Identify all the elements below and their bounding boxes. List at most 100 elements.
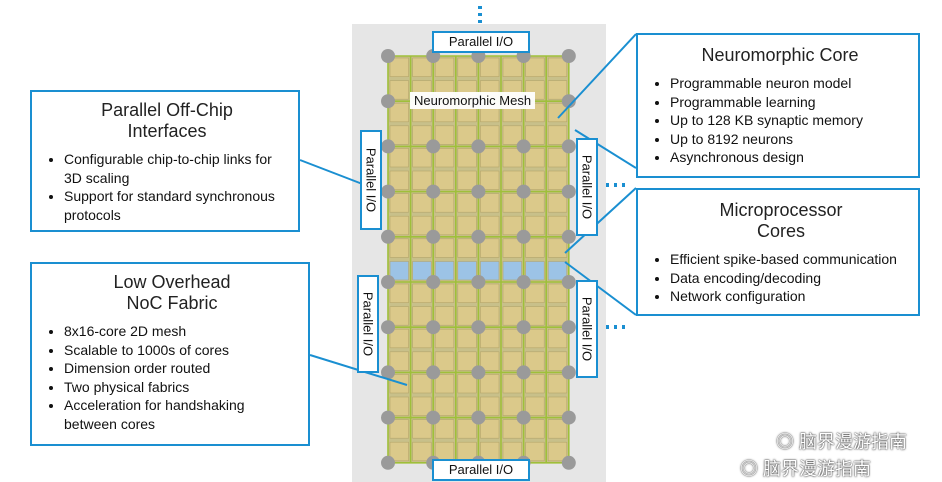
neuromorphic-core-tile xyxy=(480,351,500,371)
neuromorphic-core-tile xyxy=(480,215,500,236)
neuromorphic-core-tile xyxy=(389,170,409,190)
neuromorphic-core-tile xyxy=(480,125,500,145)
neuromorphic-core-tile xyxy=(480,57,500,77)
neuromorphic-core-tile xyxy=(480,396,500,416)
neuromorphic-core-tile xyxy=(547,419,568,439)
noc-router xyxy=(381,139,395,154)
neuromorphic-core-tile xyxy=(502,148,522,168)
wechat-icon: ◎ xyxy=(776,432,794,452)
microprocessor-core xyxy=(389,261,409,281)
noc-router xyxy=(561,94,576,109)
offchip-title-line2: Interfaces xyxy=(127,121,207,141)
watermark-line2: ◎ 脑界漫游指南 xyxy=(740,455,871,481)
neuromorphic-core-tile xyxy=(434,170,455,190)
neuromorphic-core-tile xyxy=(502,170,522,190)
neuromorphic-core-tile xyxy=(525,396,545,416)
neuromorphic-core-tile xyxy=(457,170,477,190)
noc-title-line1: Low Overhead xyxy=(113,272,231,292)
neuromorphic-core-tile xyxy=(389,351,409,371)
noc-router xyxy=(561,365,576,380)
noc-router xyxy=(561,455,576,470)
neuromorphic-core-tile xyxy=(547,306,568,326)
neuromorphic-core-tile xyxy=(547,193,568,213)
micro-bullet: Efficient spike-based communication xyxy=(670,250,910,269)
microprocessor-core xyxy=(525,261,545,281)
neuromorphic-core-tile xyxy=(434,148,455,168)
neuromorphic-core-tile xyxy=(480,328,500,349)
offchip-bullet: Support for standard synchronous protoco… xyxy=(64,187,288,224)
neuromorphic-core-tile xyxy=(412,396,432,416)
neuromorphic-core-tile xyxy=(525,306,545,326)
neuromorphic-core-tile xyxy=(502,125,522,145)
neuromorphic-core-tile xyxy=(480,148,500,168)
neuromorphic-core-tile xyxy=(434,125,455,145)
neuromorphic-core-tile xyxy=(412,283,432,303)
neuromorphic-core-tile xyxy=(457,328,477,349)
microprocessor-core xyxy=(480,261,500,281)
noc-router xyxy=(561,49,576,63)
microprocessor-core xyxy=(457,261,477,281)
noc-router xyxy=(471,229,486,244)
noc-router xyxy=(471,410,486,425)
neuromorphic-core-tile xyxy=(412,170,432,190)
neuromorphic-core-tile xyxy=(547,441,568,462)
noc-router xyxy=(516,139,531,154)
noc-router xyxy=(426,320,441,335)
neuromorphic-core-bullet-list: Programmable neuron model Programmable l… xyxy=(652,74,908,167)
callout-micro-title: Microprocessor Cores xyxy=(652,200,910,242)
neuromorphic-mesh-label: Neuromorphic Mesh xyxy=(410,92,536,109)
neuromorphic-core-tile xyxy=(457,283,477,303)
neuromorphic-core-tile xyxy=(525,419,545,439)
parallel-io-left-lower-label: Parallel I/O xyxy=(360,291,376,357)
neuromorphic-core-tile xyxy=(502,328,522,349)
neuromorphic-core-tile xyxy=(547,328,568,349)
noc-router xyxy=(471,320,486,335)
noc-bullet: Dimension order routed xyxy=(64,359,298,378)
parallel-io-top: Parallel I/O xyxy=(432,31,530,53)
neuromorphic-core-tile xyxy=(457,193,477,213)
wechat-icon: ◎ xyxy=(740,459,758,479)
neuromorphic-core-tile xyxy=(480,170,500,190)
neuromorphic-core-tile xyxy=(457,396,477,416)
neuromorphic-core-tile xyxy=(389,215,409,236)
neuromorphic-core-tile xyxy=(457,148,477,168)
leader-offchip xyxy=(299,159,366,186)
leader-micro xyxy=(564,187,637,254)
neuromorphic-core-tile xyxy=(434,396,455,416)
callout-neuromorphic-core: Neuromorphic Core Programmable neuron mo… xyxy=(636,33,920,178)
neuromorphic-core-tile xyxy=(502,396,522,416)
micro-bullet-list: Efficient spike-based communication Data… xyxy=(652,250,910,306)
parallel-io-left-upper: Parallel I/O xyxy=(360,130,382,230)
neuromorphic-core-tile xyxy=(547,283,568,303)
neuromorphic-core-bullet: Up to 128 KB synaptic memory xyxy=(670,111,908,130)
offchip-bullet-list: Configurable chip-to-chip links for 3D s… xyxy=(46,150,288,224)
neuromorphic-core-tile xyxy=(525,170,545,190)
watermark-text-2: 脑界漫游指南 xyxy=(763,459,872,479)
neuromorphic-core-tile xyxy=(457,57,477,77)
neuromorphic-core-tile xyxy=(412,148,432,168)
noc-router xyxy=(471,275,486,289)
neuromorphic-core-tile xyxy=(389,193,409,213)
neuromorphic-core-tile xyxy=(502,419,522,439)
neuromorphic-core-tile xyxy=(412,57,432,77)
neuromorphic-core-tile xyxy=(457,125,477,145)
noc-router xyxy=(516,275,531,289)
neuromorphic-core-tile xyxy=(525,351,545,371)
noc-bullet: Acceleration for handshaking between cor… xyxy=(64,396,298,433)
neuromorphic-core-tile xyxy=(525,238,545,258)
neuromorphic-core-tile xyxy=(457,215,477,236)
callout-leader-lines xyxy=(299,33,637,386)
neuromorphic-core-tile xyxy=(389,102,409,123)
noc-router xyxy=(561,320,576,335)
noc-router xyxy=(561,410,576,425)
parallel-io-right-lower-label: Parallel I/O xyxy=(579,296,595,362)
neuromorphic-core-tile xyxy=(457,306,477,326)
neuromorphic-core-tile xyxy=(525,374,545,394)
parallel-io-bottom: Parallel I/O xyxy=(432,459,530,481)
neuromorphic-core-tile xyxy=(389,374,409,394)
neuromorphic-core-tile xyxy=(547,396,568,416)
parallel-io-bottom-label: Parallel I/O xyxy=(448,462,514,477)
callout-neuromorphic-core-title: Neuromorphic Core xyxy=(701,45,859,65)
microprocessor-core xyxy=(502,261,522,281)
noc-router xyxy=(426,275,441,289)
